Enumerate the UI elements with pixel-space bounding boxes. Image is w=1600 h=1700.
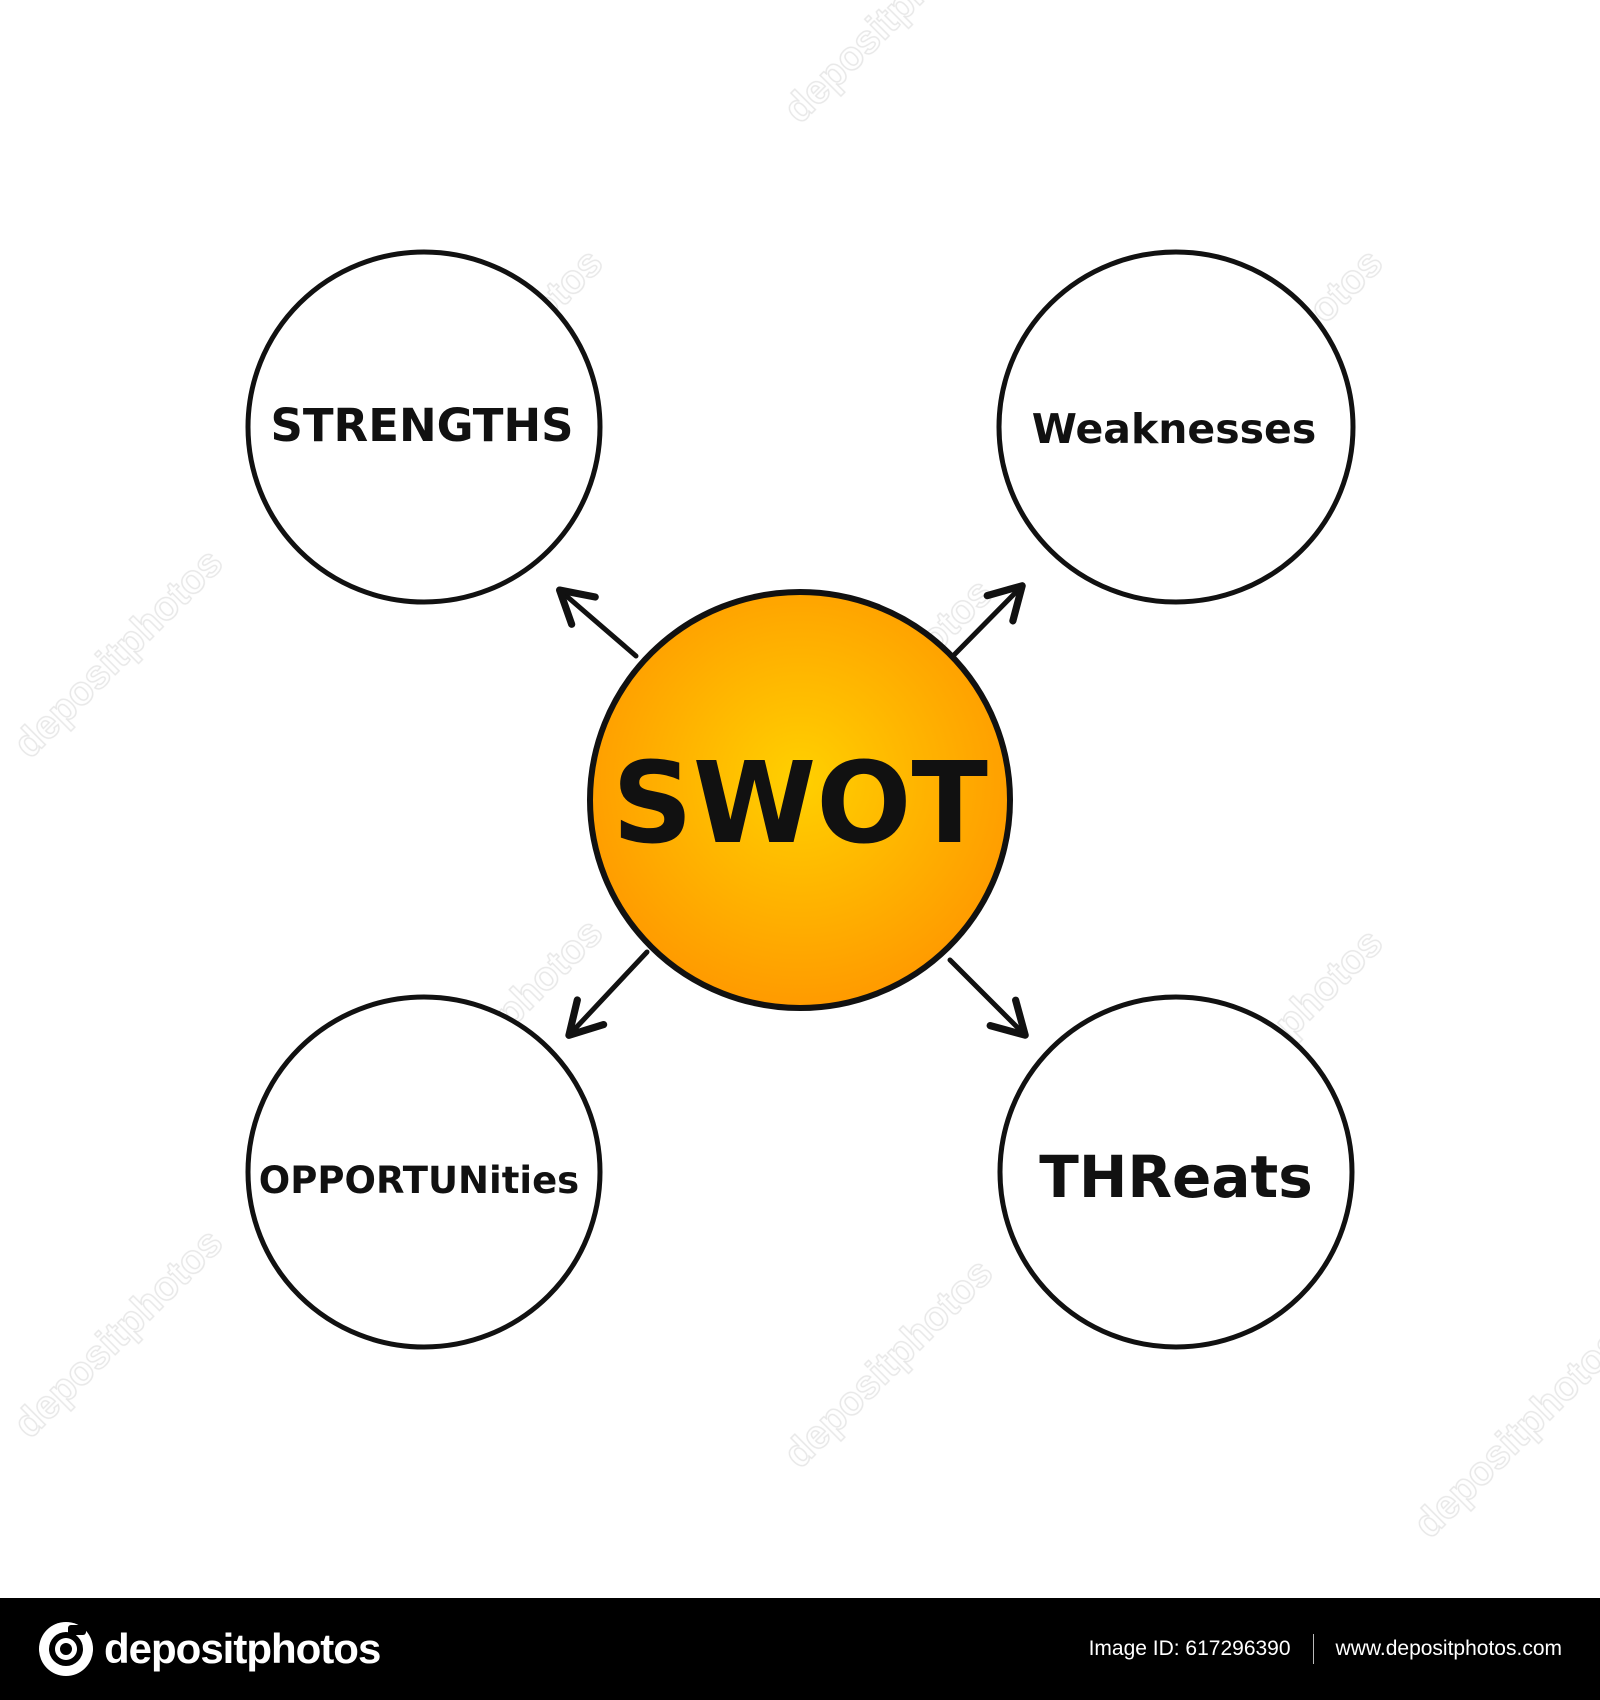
node-threats: THReats	[997, 994, 1355, 1350]
arrow-to-weaknesses	[950, 582, 1026, 659]
swot-diagram: depositphotos STRENGTHS	[4, 0, 1600, 1548]
camera-logo-icon	[39, 1622, 93, 1676]
node-opportunities-label: OPPORTUNities	[259, 1159, 579, 1202]
arrow-to-strengths	[555, 586, 639, 659]
footer-bar: depositphotos Image ID: 617296390 www.de…	[0, 1598, 1600, 1700]
node-strengths: STRENGTHS	[245, 249, 603, 605]
arrow-to-threats	[947, 957, 1029, 1039]
brand-name: depositphotos	[104, 1625, 381, 1672]
node-weaknesses: Weaknesses	[996, 249, 1356, 605]
node-opportunities: OPPORTUNities	[245, 994, 603, 1350]
site-url[interactable]: www.depositphotos.com	[1335, 1637, 1562, 1660]
arrow-to-opportunities	[565, 949, 650, 1039]
footer-info: Image ID: 617296390 www.depositphotos.co…	[1089, 1634, 1562, 1664]
node-strengths-label: STRENGTHS	[270, 399, 573, 452]
node-threats-label: THReats	[1039, 1143, 1313, 1211]
center-node-label: SWOT	[612, 739, 988, 869]
image-id: Image ID: 617296390	[1088, 1637, 1291, 1660]
footer-divider	[1312, 1634, 1314, 1664]
center-node: SWOT	[587, 589, 1013, 1011]
node-weaknesses-label: Weaknesses	[1032, 405, 1317, 453]
connector-arrows	[555, 582, 1029, 1039]
brand[interactable]: depositphotos	[38, 1621, 381, 1677]
